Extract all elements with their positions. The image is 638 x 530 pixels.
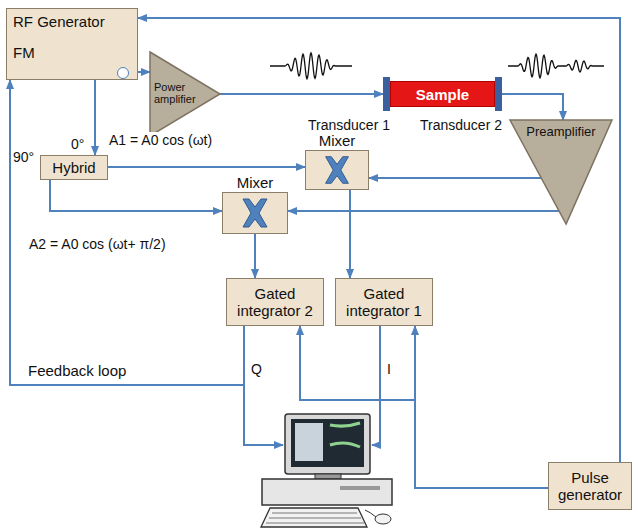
signal-label: A2 = A0 cos (ωt+ π/2) xyxy=(28,236,167,252)
signal-label: Q xyxy=(250,361,263,377)
signal-connector xyxy=(349,190,351,278)
node-text: FM xyxy=(13,44,35,61)
keyboard xyxy=(261,508,367,527)
node-text: Gated integrator 1 xyxy=(340,285,428,319)
drive-slot xyxy=(340,486,380,490)
amplifier-triangle: Power amplifier xyxy=(150,52,220,136)
q-wire xyxy=(244,326,283,445)
rf-burst xyxy=(270,53,352,79)
signal-connector xyxy=(502,94,563,120)
integrator-box: Gated integrator 2 xyxy=(226,278,324,326)
keyboard-keys xyxy=(266,513,364,523)
node-text: Transducer 2 xyxy=(420,117,502,133)
mouse-cable xyxy=(365,510,376,517)
signal-connector xyxy=(369,177,541,179)
signal-label: I xyxy=(386,361,392,377)
node-text: Pulse generator xyxy=(553,469,627,503)
mixer-symbol xyxy=(223,193,287,233)
screen-trace xyxy=(330,423,360,426)
signal-connector xyxy=(220,93,383,95)
node-text: RF Generator xyxy=(13,13,105,30)
hybrid-box: Hybrid xyxy=(40,155,108,180)
transducer-bar: Transducer 1 xyxy=(383,77,390,111)
mixer-box: Mixer xyxy=(305,150,369,190)
node-text: Sample xyxy=(416,86,469,103)
sample-block: Sample xyxy=(390,81,495,107)
node-text: Mixer xyxy=(296,132,378,149)
signal-connector xyxy=(108,166,305,168)
node-text: Preamplifier xyxy=(510,124,612,139)
rf-echo-burst xyxy=(508,54,604,78)
pulse-generator-box: Pulse generator xyxy=(548,462,632,510)
node-text: Gated integrator 2 xyxy=(231,285,319,319)
mixer-cross xyxy=(326,157,349,184)
mouse xyxy=(375,514,391,524)
screen-window xyxy=(295,423,323,461)
signal-connector xyxy=(254,234,256,278)
mixer-symbol xyxy=(306,151,368,189)
signal-connector xyxy=(94,80,96,155)
preamplifier-triangle: Preamplifier xyxy=(510,120,612,224)
signal-label: 90° xyxy=(12,149,35,165)
signal-label: A1 = A0 cos (ωt) xyxy=(108,132,213,148)
monitor xyxy=(285,414,370,474)
computer-case xyxy=(262,479,392,505)
node-text: Transducer 1 xyxy=(308,117,390,133)
integrator-box: Gated integrator 1 xyxy=(335,278,433,326)
port-dot xyxy=(117,67,129,79)
preamplifier-shape xyxy=(510,120,612,224)
signal-connector xyxy=(300,326,548,488)
node-text: Hybrid xyxy=(52,159,95,176)
generator-box: RF GeneratorFM xyxy=(6,8,138,80)
screen xyxy=(291,419,364,467)
signal-label: 0° xyxy=(70,136,85,152)
i-wire xyxy=(372,326,380,445)
signal-connector xyxy=(415,326,548,488)
transducer-bar: Transducer 2 xyxy=(495,77,502,111)
signal-connector xyxy=(138,71,150,73)
computer-illustration xyxy=(261,414,392,527)
signal-connector xyxy=(10,80,244,385)
connector-label: Feedback loop xyxy=(26,362,128,379)
signal-connector xyxy=(288,210,559,212)
screen-trace xyxy=(330,443,360,447)
node-text: Power amplifier xyxy=(154,81,206,105)
amplifier-shape xyxy=(150,52,220,136)
node-text: Mixer xyxy=(213,174,297,191)
signal-connector xyxy=(138,18,620,462)
signal-connector xyxy=(50,180,222,211)
mixer-box: Mixer xyxy=(222,192,288,234)
mixer-cross xyxy=(243,199,267,227)
